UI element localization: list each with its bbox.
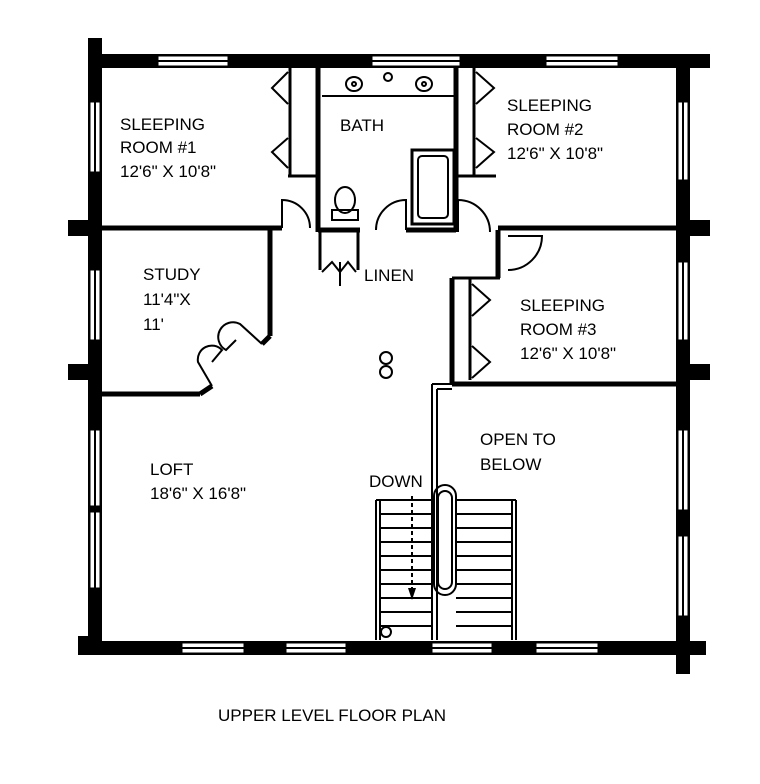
loft-size: 18'6" X 16'8" (150, 484, 246, 503)
sleeping-room-3-label-line2: ROOM #3 (520, 320, 597, 339)
stair-down-label: DOWN (369, 472, 423, 491)
sleeping-room-1-size: 12'6" X 10'8" (120, 162, 216, 181)
room-labels: SLEEPING ROOM #1 12'6" X 10'8" BATH SLEE… (120, 96, 616, 503)
bath-label: BATH (340, 116, 384, 135)
plan-title: UPPER LEVEL FLOOR PLAN (218, 706, 446, 725)
sleeping-room-3-label-line1: SLEEPING (520, 296, 605, 315)
interior-walls (100, 68, 678, 640)
study-label: STUDY (143, 265, 201, 284)
doors (196, 71, 544, 387)
sleeping-room-3-size: 12'6" X 10'8" (520, 344, 616, 363)
sleeping-room-2-label-line1: SLEEPING (507, 96, 592, 115)
windows (89, 55, 689, 654)
staircase (375, 484, 517, 640)
loft-label: LOFT (150, 460, 193, 479)
sleeping-room-1-label-line1: SLEEPING (120, 115, 205, 134)
sleeping-room-2-label-line2: ROOM #2 (507, 120, 584, 139)
open-to-below-line1: OPEN TO (480, 430, 556, 449)
study-size-line2: 11' (143, 315, 164, 334)
fixtures (322, 72, 517, 640)
study-size-line1: 11'4"X (143, 290, 191, 309)
linen-label: LINEN (364, 266, 414, 285)
sleeping-room-1-label-line2: ROOM #1 (120, 138, 197, 157)
sleeping-room-2-size: 12'6" X 10'8" (507, 144, 603, 163)
open-to-below-line2: BELOW (480, 455, 541, 474)
